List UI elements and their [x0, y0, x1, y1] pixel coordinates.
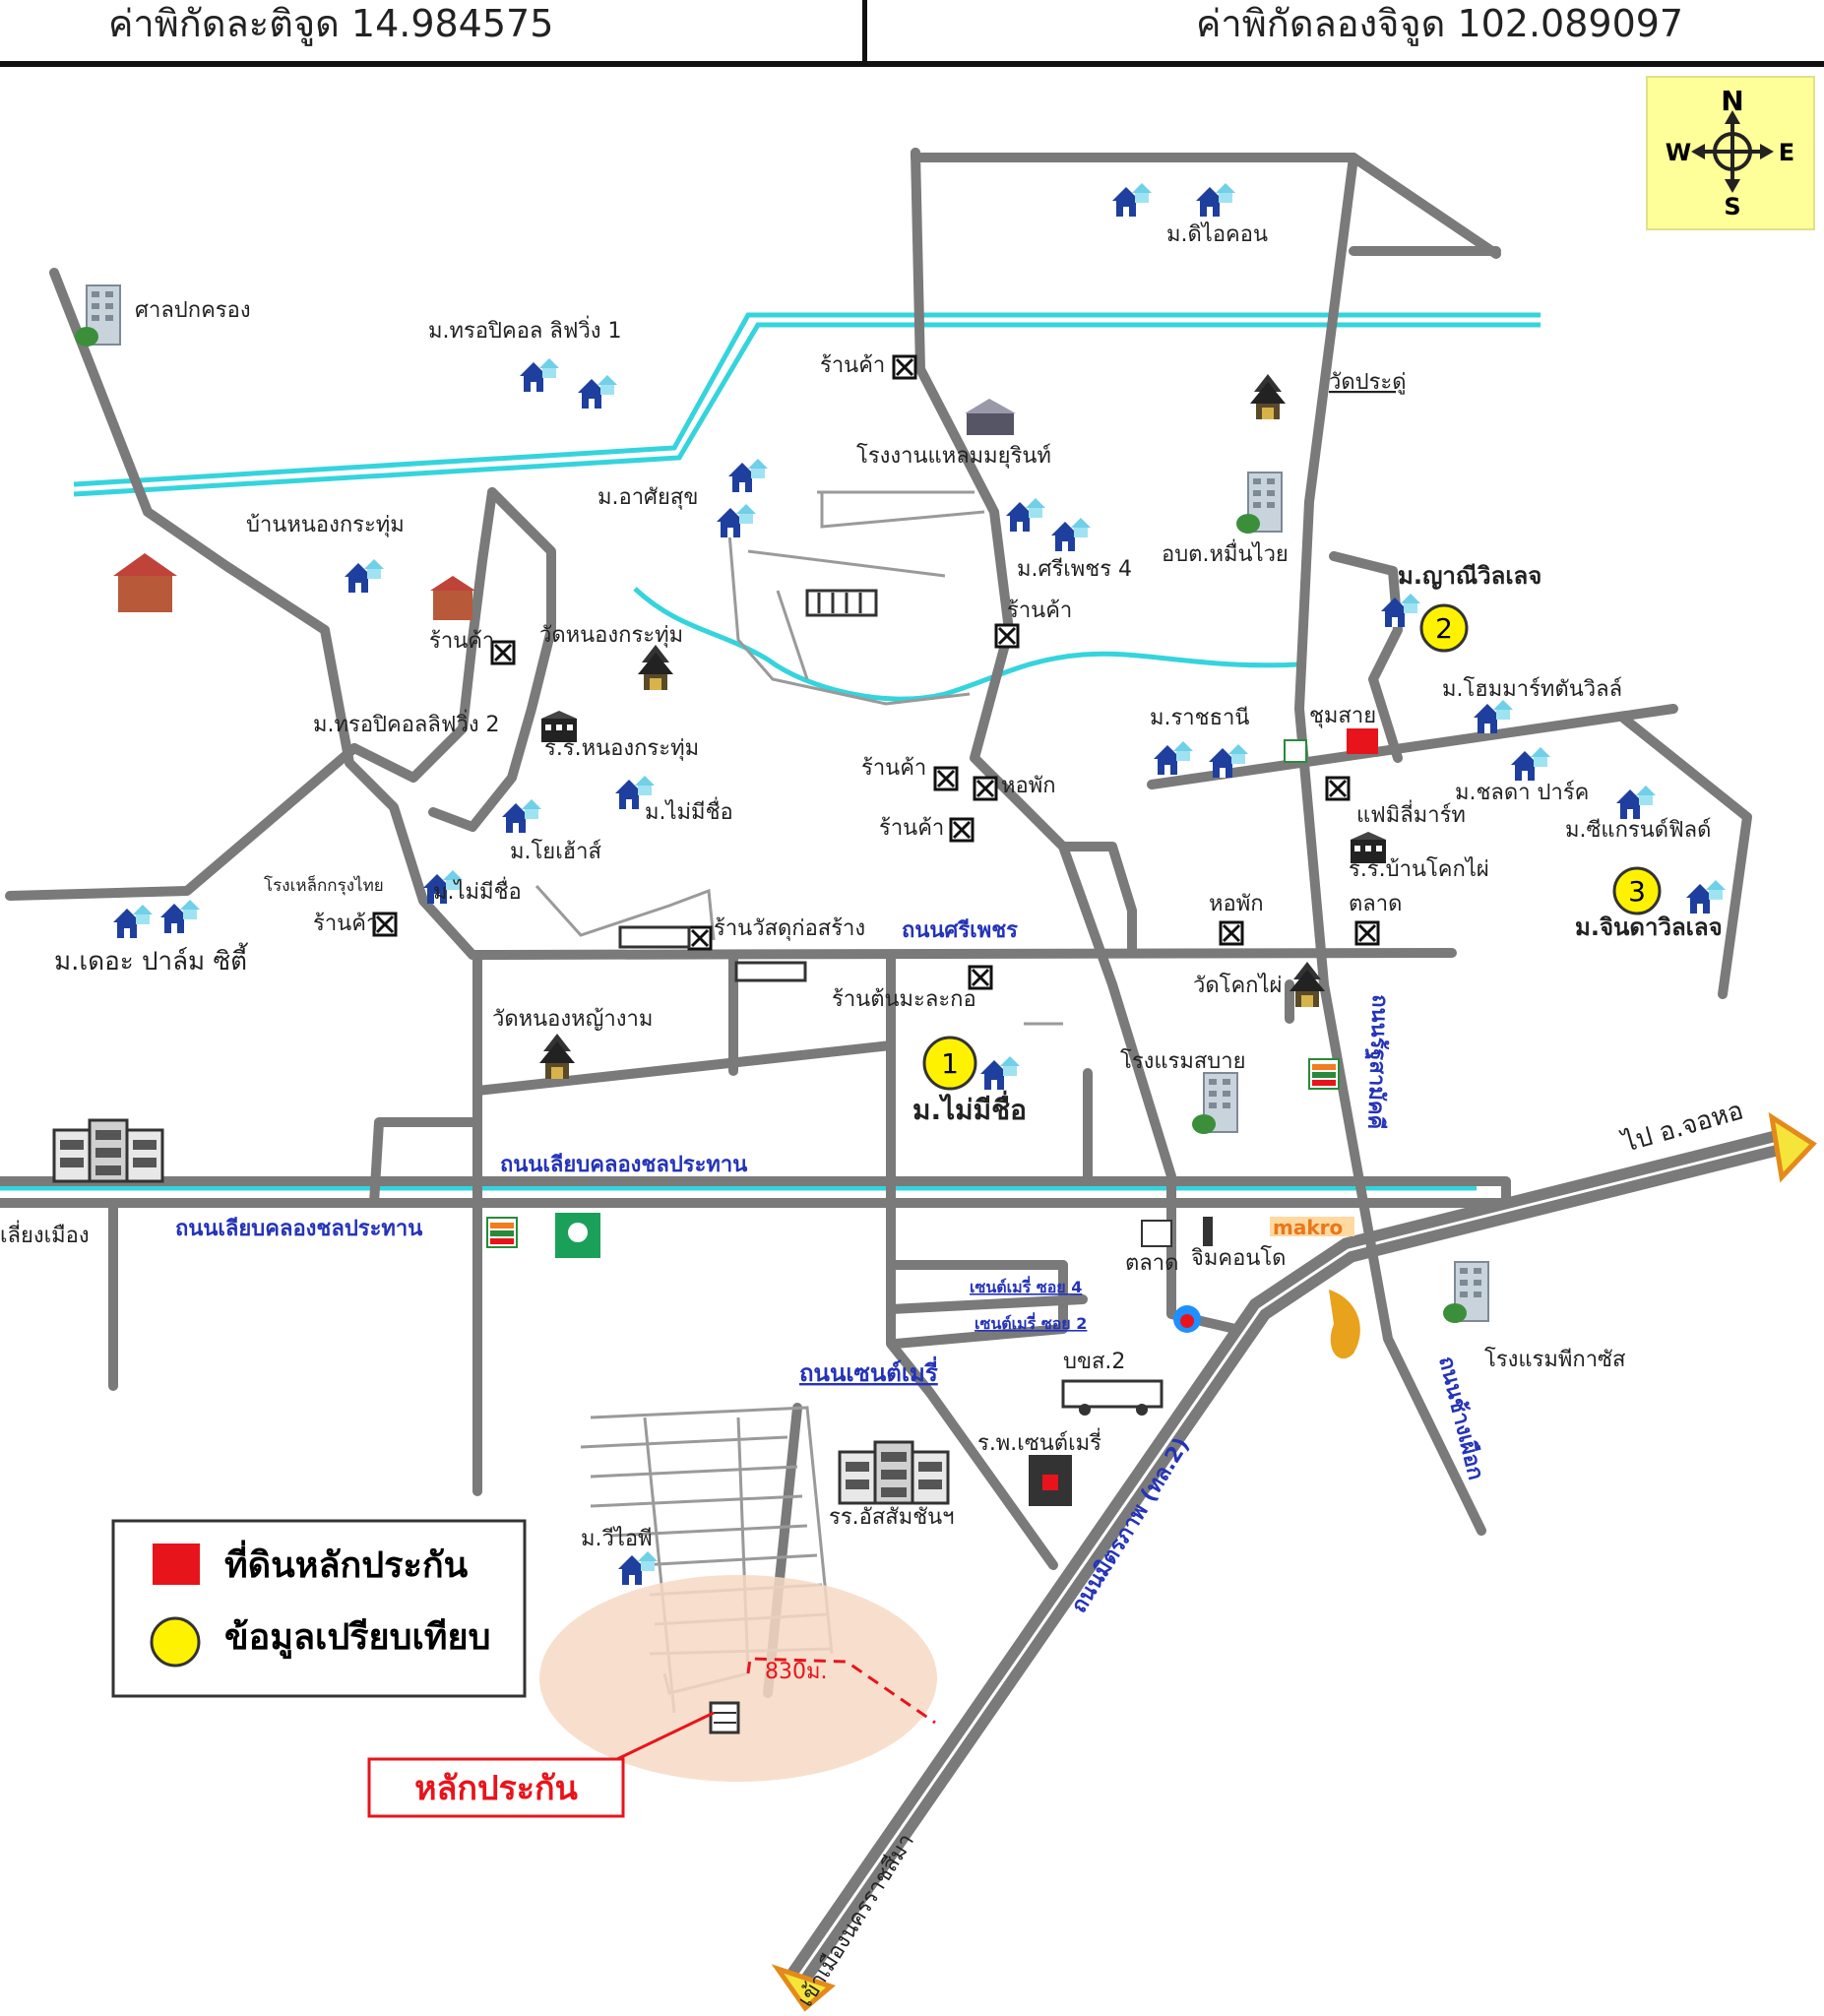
- compass-e: E: [1779, 139, 1794, 166]
- label-condo: จิมคอนโด: [1191, 1245, 1287, 1271]
- marker-2: [1419, 603, 1469, 653]
- compass-s: S: [1724, 193, 1740, 220]
- label-rr-nong: ร.ร.หนองกระทุ่ม: [544, 736, 699, 761]
- label-shop-f: ร้านค้า: [313, 912, 378, 936]
- label-family: แฟมิลี่มาร์ท: [1356, 799, 1466, 828]
- longitude-text: ค่าพิกัดลองจิจูด 102.089097: [1196, 2, 1684, 45]
- label-to-city: เข้าเมืองนครราชสีมา: [793, 1830, 919, 2011]
- label-wiseph: ม.วีไอพี: [581, 1526, 653, 1551]
- latitude-text: ค่าพิกัดละติจูด 14.984575: [108, 2, 554, 45]
- label-mainameechue2: ม.ไม่มีชื่อ: [433, 876, 522, 905]
- label-hospital: ร.พ.เซนต์เมรี่: [977, 1427, 1101, 1456]
- compass-rose: N S W E: [1646, 76, 1815, 230]
- marker-1: [922, 1036, 977, 1091]
- label-dormitory1: หอพัก: [1001, 774, 1056, 798]
- place-labels: ม.ดิไอคอน ศาลปกครอง ม.ทรอปิคอล ลิฟวิ่ง 1…: [0, 221, 1746, 2011]
- label-jinda: ม.จินดาวิลเลจ: [1575, 914, 1723, 941]
- label-ban-nong: บ้านหนองกระทุ่ม: [246, 513, 405, 537]
- label-soi2: เซนต์เมรี่ ซอย 2: [975, 1312, 1087, 1333]
- label-market1: ตลาด: [1349, 892, 1402, 916]
- distance-line: [746, 1657, 936, 1725]
- collateral-callout: หลักประกัน: [367, 1711, 715, 1818]
- legend-comparison: ข้อมูลเปรียบเทียบ: [224, 1617, 490, 1660]
- label-yohyoh: ม.โยเฮ้าส์: [510, 839, 602, 864]
- road-network: [0, 148, 1752, 1698]
- label-mitraphap: ถนนมิตรภาพ (ทล.2): [1067, 1433, 1195, 1617]
- label-arsaisuk: ม.อาศัยสุข: [598, 485, 698, 510]
- legend-collateral: ที่ดินหลักประกัน: [224, 1540, 469, 1586]
- label-kham-rd: ถนนช้างเผือก: [1433, 1354, 1487, 1482]
- label-tropical2: ม.ทรอปิคอลลิฟวิ่ง 2: [313, 709, 500, 737]
- marker-3-label: 3: [1628, 875, 1646, 908]
- label-homemart: ม.โฮมมาร์ทตันวิลล์: [1442, 676, 1622, 702]
- label-palm: ม.เดอะ ปาล์ม ซิตี้: [54, 942, 248, 976]
- label-bypass: เลี่ยงเมือง: [0, 1220, 90, 1248]
- label-diacon: ม.ดิไอคอน: [1166, 221, 1268, 247]
- label-rr-ban-kok: ร.ร.บ้านโคกไผ่: [1349, 856, 1489, 882]
- canal-lines: [0, 312, 1541, 1191]
- label-wat-kok: วัดโคกไผ่: [1193, 973, 1282, 998]
- label-school-assump: รร.อัสสัมชันฯ: [829, 1505, 955, 1530]
- label-shop-g: ร้านวัสดุก่อสร้าง: [714, 916, 865, 941]
- collateral-area-halo: [539, 1575, 937, 1782]
- marker-3: [1612, 866, 1662, 915]
- label-pegasus: โรงแรมพีกาซัส: [1484, 1347, 1626, 1372]
- label-cholada: ม.ชลดา ปาร์ค: [1455, 781, 1589, 805]
- label-sala: ศาลปกครอง: [135, 298, 251, 323]
- mitraphap-highway-center: [795, 1140, 1783, 1980]
- label-shop-e: ร้านค้า: [879, 816, 944, 841]
- label-mainameechue1: ม.ไม่มีชื่อ: [645, 796, 733, 825]
- label-abt: อบต.หมื่นไวย: [1162, 538, 1289, 567]
- label-dist: 830ม.: [765, 1660, 828, 1684]
- marker-2-label: 2: [1435, 612, 1453, 645]
- compass-n: N: [1721, 85, 1743, 117]
- marker-1-label: 1: [941, 1047, 959, 1080]
- label-shop-c: ร้านค้า: [429, 629, 494, 654]
- label-makro: makro: [1273, 1216, 1343, 1239]
- label-stmary-rd: ถนนเซนต์เมรี่: [799, 1355, 938, 1387]
- label-shop-d: ร้านค้า: [861, 756, 926, 781]
- arrow-to-chokchai: [1768, 1111, 1817, 1183]
- label-wat-nong-ya: วัดหนองหญ้างาม: [492, 1007, 653, 1032]
- label-sriphet4: ม.ศรีเพชร 4: [1017, 557, 1132, 582]
- label-tropical1: ม.ทรอปิคอล ลิฟวิ่ง 1: [428, 315, 622, 344]
- legend: ที่ดินหลักประกัน ข้อมูลเปรียบเทียบ: [111, 1519, 527, 1698]
- label-canal-rd2: ถนนเลียบคลองชลประทาน: [175, 1217, 422, 1241]
- header-divider: [862, 0, 867, 61]
- label-shop-a: ร้านค้า: [820, 353, 885, 378]
- label-shop-mala: ร้านต้นมะละกอ: [832, 987, 976, 1012]
- compass-w: W: [1666, 139, 1691, 166]
- label-soi4: เซนต์เมรี่ ซอย 4: [970, 1276, 1082, 1296]
- label-market2: ตลาด: [1125, 1251, 1178, 1276]
- label-sriphet-rd: ถนนศรีเพชร: [902, 918, 1018, 943]
- label-hotel-sabai: โรงแรมสบาย: [1120, 1048, 1246, 1074]
- label-ring-rd: ถนนรัฐสามัคคี: [1361, 994, 1392, 1130]
- label-chumsai: ชุมสาย: [1309, 704, 1376, 728]
- arrow-to-city: [771, 1964, 837, 2012]
- comparison-markers: 2 3 1: [922, 603, 1662, 1091]
- coordinate-header: ค่าพิกัดละติจูด 14.984575 ค่าพิกัดลองจิจ…: [0, 0, 1824, 67]
- label-greenfield: ม.ซีแกรนด์ฟิลด์: [1565, 818, 1711, 843]
- label-ratchathani: ม.ราชธานี: [1150, 706, 1249, 730]
- label-factory: โรงงานแหลมมยุรินท์: [856, 443, 1051, 469]
- collateral-label: หลักประกัน: [414, 1769, 578, 1808]
- label-shop-b: ร้านค้า: [1007, 598, 1072, 623]
- label-wat-nong: วัดหนองกระทุ่ม: [539, 623, 683, 648]
- label-bus: บขส.2: [1063, 1350, 1125, 1374]
- label-canal-rd1: ถนนเลียบคลองชลประทาน: [500, 1153, 747, 1177]
- label-steel: โรงเหล็กกรุงไทย: [264, 874, 384, 896]
- label-dormitory2: หอพัก: [1209, 892, 1264, 916]
- label-wat-pradu: วัดประดู่: [1329, 370, 1407, 395]
- label-nanthanee: ม.ญาณีวิลเลจ: [1398, 562, 1541, 590]
- label-mainameechue3: ม.ไม่มีชื่อ: [912, 1090, 1027, 1126]
- building-icons: [52, 284, 1489, 1734]
